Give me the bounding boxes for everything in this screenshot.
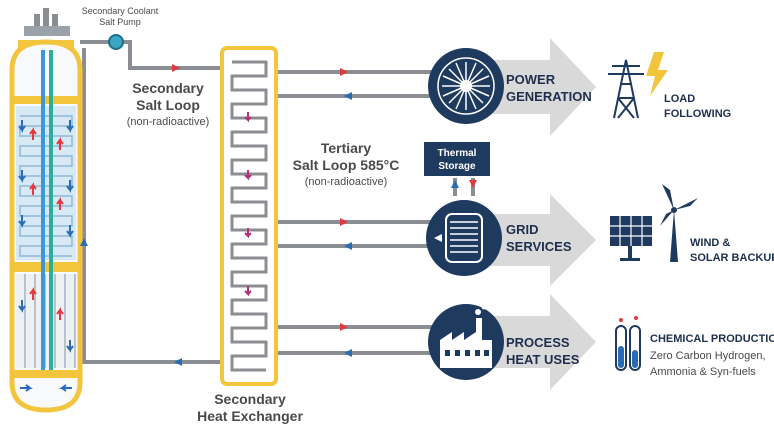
power-generation-title-1: POWER: [506, 72, 556, 87]
wind-turbine-icon: [660, 184, 698, 262]
factory-icon: [428, 304, 504, 380]
storage-tank-icon: [426, 200, 502, 276]
secondary-loop-note: (non-radioactive): [127, 116, 210, 128]
chemical-production-sub-1: Zero Carbon Hydrogen,: [650, 350, 766, 362]
power-tower-icon: [608, 59, 644, 119]
load-following-label-2: FOLLOWING: [664, 108, 731, 120]
heat-exchanger-label-2: Heat Exchanger: [197, 408, 303, 424]
heat-exchanger-label-1: Secondary: [214, 391, 286, 407]
wind-solar-label-1: WIND &: [690, 237, 730, 249]
power-generation-title-2: GENERATION: [506, 89, 592, 104]
output-arrows: [472, 38, 596, 390]
tertiary-loop-label-2: Salt Loop 585°C: [293, 157, 400, 173]
secondary-loop-label-2: Salt Loop: [136, 97, 200, 113]
process-heat-title-1: PROCESS: [506, 335, 570, 350]
chemical-production-sub-2: Ammonia & Syn-fuels: [650, 366, 756, 378]
test-tube-icon: [615, 316, 641, 371]
turbine-icon: [428, 48, 504, 124]
reactor: [9, 8, 83, 413]
solar-panel-icon: [610, 216, 652, 261]
heat-exchanger: [220, 46, 278, 386]
chemical-production-label: CHEMICAL PRODUCTION: [650, 333, 774, 345]
load-following-label-1: LOAD: [664, 93, 695, 105]
process-heat-title-2: HEAT USES: [506, 352, 580, 367]
pump-label-2: Salt Pump: [99, 17, 141, 27]
tertiary-loop-note: (non-radioactive): [305, 176, 388, 188]
pump-label-1: Secondary Coolant: [82, 6, 159, 16]
thermal-storage-box: [424, 142, 490, 188]
tertiary-loop-label-1: Tertiary: [321, 140, 372, 156]
reactor-flow-arrows: [18, 120, 74, 392]
wind-solar-label-2: SOLAR BACKUP: [690, 252, 774, 264]
grid-services-title-2: SERVICES: [506, 239, 572, 254]
grid-services-title-1: GRID: [506, 222, 539, 237]
arrow-secondary-return: [174, 358, 182, 366]
thermal-storage-label-1: Thermal: [438, 148, 477, 159]
lightning-icon: [646, 52, 668, 96]
arrow-secondary-up: [80, 238, 88, 246]
salt-pump-icon: [108, 34, 124, 50]
secondary-loop-label-1: Secondary: [132, 80, 204, 96]
thermal-storage-label-2: Storage: [438, 161, 476, 172]
arrow-secondary-supply: [172, 64, 180, 72]
tertiary-arrows: [340, 68, 352, 357]
